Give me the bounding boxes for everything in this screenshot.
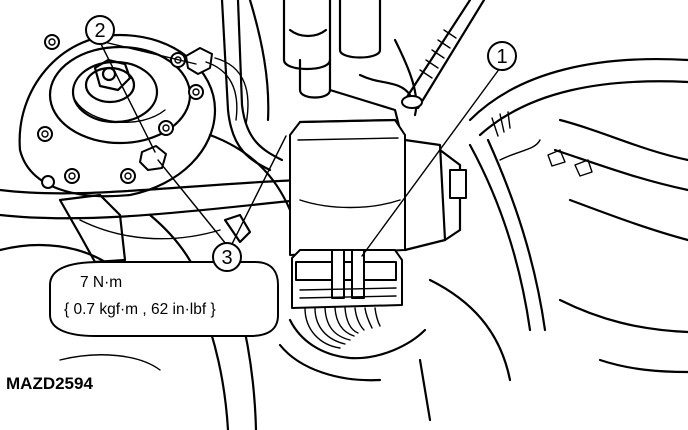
ignition-coils — [282, 0, 418, 132]
callout-3: 3 — [212, 242, 242, 272]
fuel-line — [401, 0, 486, 110]
torque-spec-callout: 7 N·m { 0.7 kgf·m , 62 in·lbf } — [49, 261, 279, 337]
right-side-components — [418, 57, 688, 422]
callout-leaders — [99, 41, 501, 257]
figure-code: MAZD2594 — [6, 374, 93, 393]
module-connector — [291, 249, 403, 309]
hoses-and-lines — [0, 0, 302, 240]
torque-value-imperial: { 0.7 kgf·m , 62 in·lbf } — [64, 301, 216, 318]
callout-1: 1 — [487, 41, 517, 71]
callout-3-label: 3 — [221, 247, 232, 269]
callout-2: 2 — [85, 15, 115, 45]
torque-value-nm: 7 N·m — [80, 274, 122, 291]
callout-2-label: 2 — [94, 20, 105, 42]
control-module — [289, 118, 467, 256]
wiring-harness — [278, 307, 427, 382]
harness-clips — [139, 47, 249, 171]
callout-1-label: 1 — [496, 46, 507, 68]
mount-stud-bolts — [37, 34, 204, 189]
